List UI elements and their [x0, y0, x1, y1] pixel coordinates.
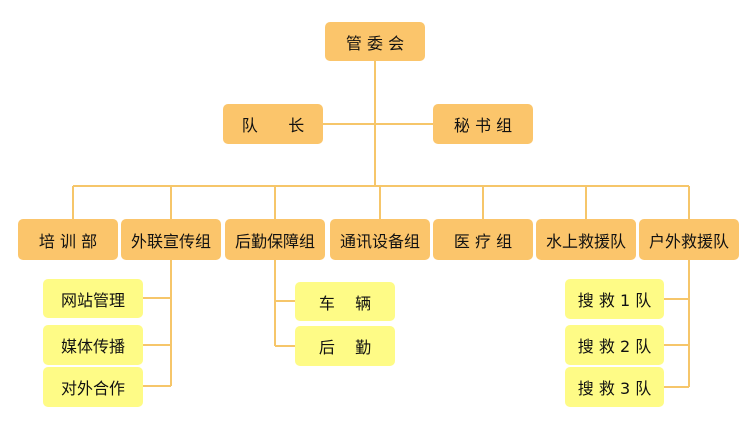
node-logistics: 后勤保障组 [225, 219, 325, 260]
node-outdoor-rescue: 户外救援队 [639, 219, 739, 260]
node-rescue-1: 搜 救 1 队 [565, 279, 664, 319]
node-rescue-3: 搜 救 3 队 [565, 367, 664, 407]
node-cooperation: 对外合作 [43, 367, 143, 407]
node-rescue-2: 搜 救 2 队 [565, 325, 664, 365]
node-logistics-support: 后 勤 [295, 326, 395, 366]
node-outreach: 外联宣传组 [121, 219, 221, 260]
node-water-rescue: 水上救援队 [536, 219, 636, 260]
node-website: 网站管理 [43, 279, 143, 318]
node-training: 培 训 部 [18, 219, 118, 260]
node-committee: 管 委 会 [325, 22, 425, 61]
node-secretary: 秘 书 组 [433, 104, 533, 144]
node-comms: 通讯设备组 [330, 219, 430, 260]
node-media: 媒体传播 [43, 325, 143, 365]
node-captain: 队 长 [223, 104, 323, 144]
node-medical: 医 疗 组 [433, 219, 533, 260]
node-vehicles: 车 辆 [295, 282, 395, 321]
